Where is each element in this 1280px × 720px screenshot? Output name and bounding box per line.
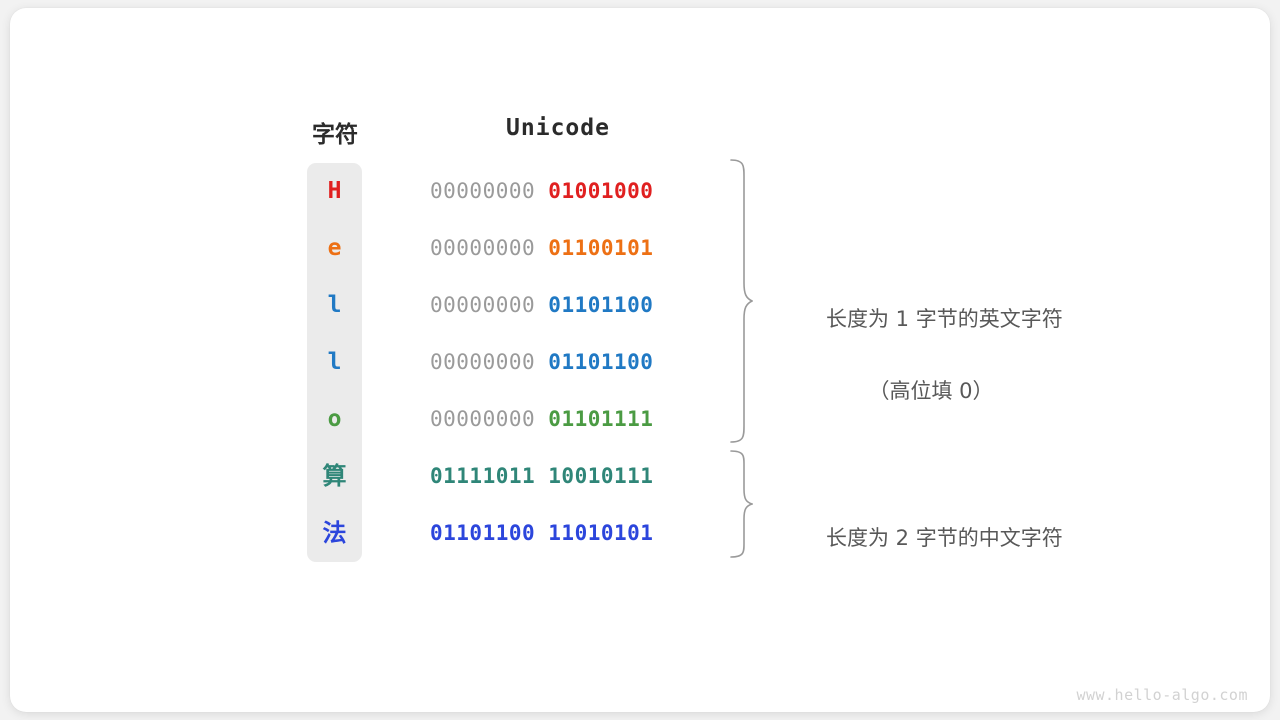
character-column-background <box>307 163 362 562</box>
row-unicode-bits: 00000000 01101100 <box>430 277 686 334</box>
row-bits-low: 01101111 <box>548 407 654 431</box>
row-bits-full: 01101100 11010101 <box>430 521 654 545</box>
row-bits-high: 00000000 <box>430 236 549 260</box>
white-card <box>10 8 1270 712</box>
row-unicode-bits: 01101100 11010101 <box>430 505 686 562</box>
row-bits-low: 01100101 <box>548 236 654 260</box>
row-character: H <box>327 178 342 204</box>
column-header-character: 字符 <box>312 122 358 148</box>
row-bits-full: 01111011 10010111 <box>430 464 654 488</box>
row-character: l <box>327 349 342 375</box>
column-header-unicode: Unicode <box>506 115 610 141</box>
table-row: l 00000000 01101100 <box>0 277 1260 334</box>
row-unicode-bits: 00000000 01001000 <box>430 163 686 220</box>
row-bits-high: 00000000 <box>430 407 549 431</box>
table-row: o 00000000 01101111 <box>0 391 1260 448</box>
row-unicode-bits: 00000000 01100101 <box>430 220 686 277</box>
row-bits-low: 01101100 <box>548 350 654 374</box>
table-row: l 00000000 01101100 <box>0 334 1260 391</box>
row-character: o <box>327 406 342 432</box>
annotation-one-byte-main: 长度为 1 字节的英文字符 <box>825 307 1063 331</box>
row-character: l <box>327 292 342 318</box>
row-unicode-bits: 01111011 10010111 <box>430 448 686 505</box>
row-bits-high: 00000000 <box>430 293 549 317</box>
row-character: 算 <box>322 462 347 490</box>
row-bits-high: 00000000 <box>430 350 549 374</box>
annotation-two-byte-main: 长度为 2 字节的中文字符 <box>825 526 1063 550</box>
row-bits-high: 00000000 <box>430 179 549 203</box>
annotation-two-byte: 长度为 2 字节的中文字符 <box>766 484 1096 592</box>
table-row: 算 01111011 10010111 <box>0 448 1260 505</box>
watermark: www.hello-algo.com <box>1076 686 1248 704</box>
row-bits-low: 01001000 <box>548 179 654 203</box>
table-row: 法 01101100 11010101 <box>0 505 1260 562</box>
annotation-one-byte: 长度为 1 字节的英文字符 （高位填 0） <box>766 265 1096 481</box>
row-unicode-bits: 00000000 01101100 <box>430 334 686 391</box>
table-row: e 00000000 01100101 <box>0 220 1260 277</box>
row-character: e <box>327 235 342 261</box>
table-row: H 00000000 01001000 <box>0 163 1260 220</box>
annotation-one-byte-sub: （高位填 0） <box>868 379 994 403</box>
row-unicode-bits: 00000000 01101111 <box>430 391 686 448</box>
row-bits-low: 01101100 <box>548 293 654 317</box>
row-character: 法 <box>322 519 347 547</box>
